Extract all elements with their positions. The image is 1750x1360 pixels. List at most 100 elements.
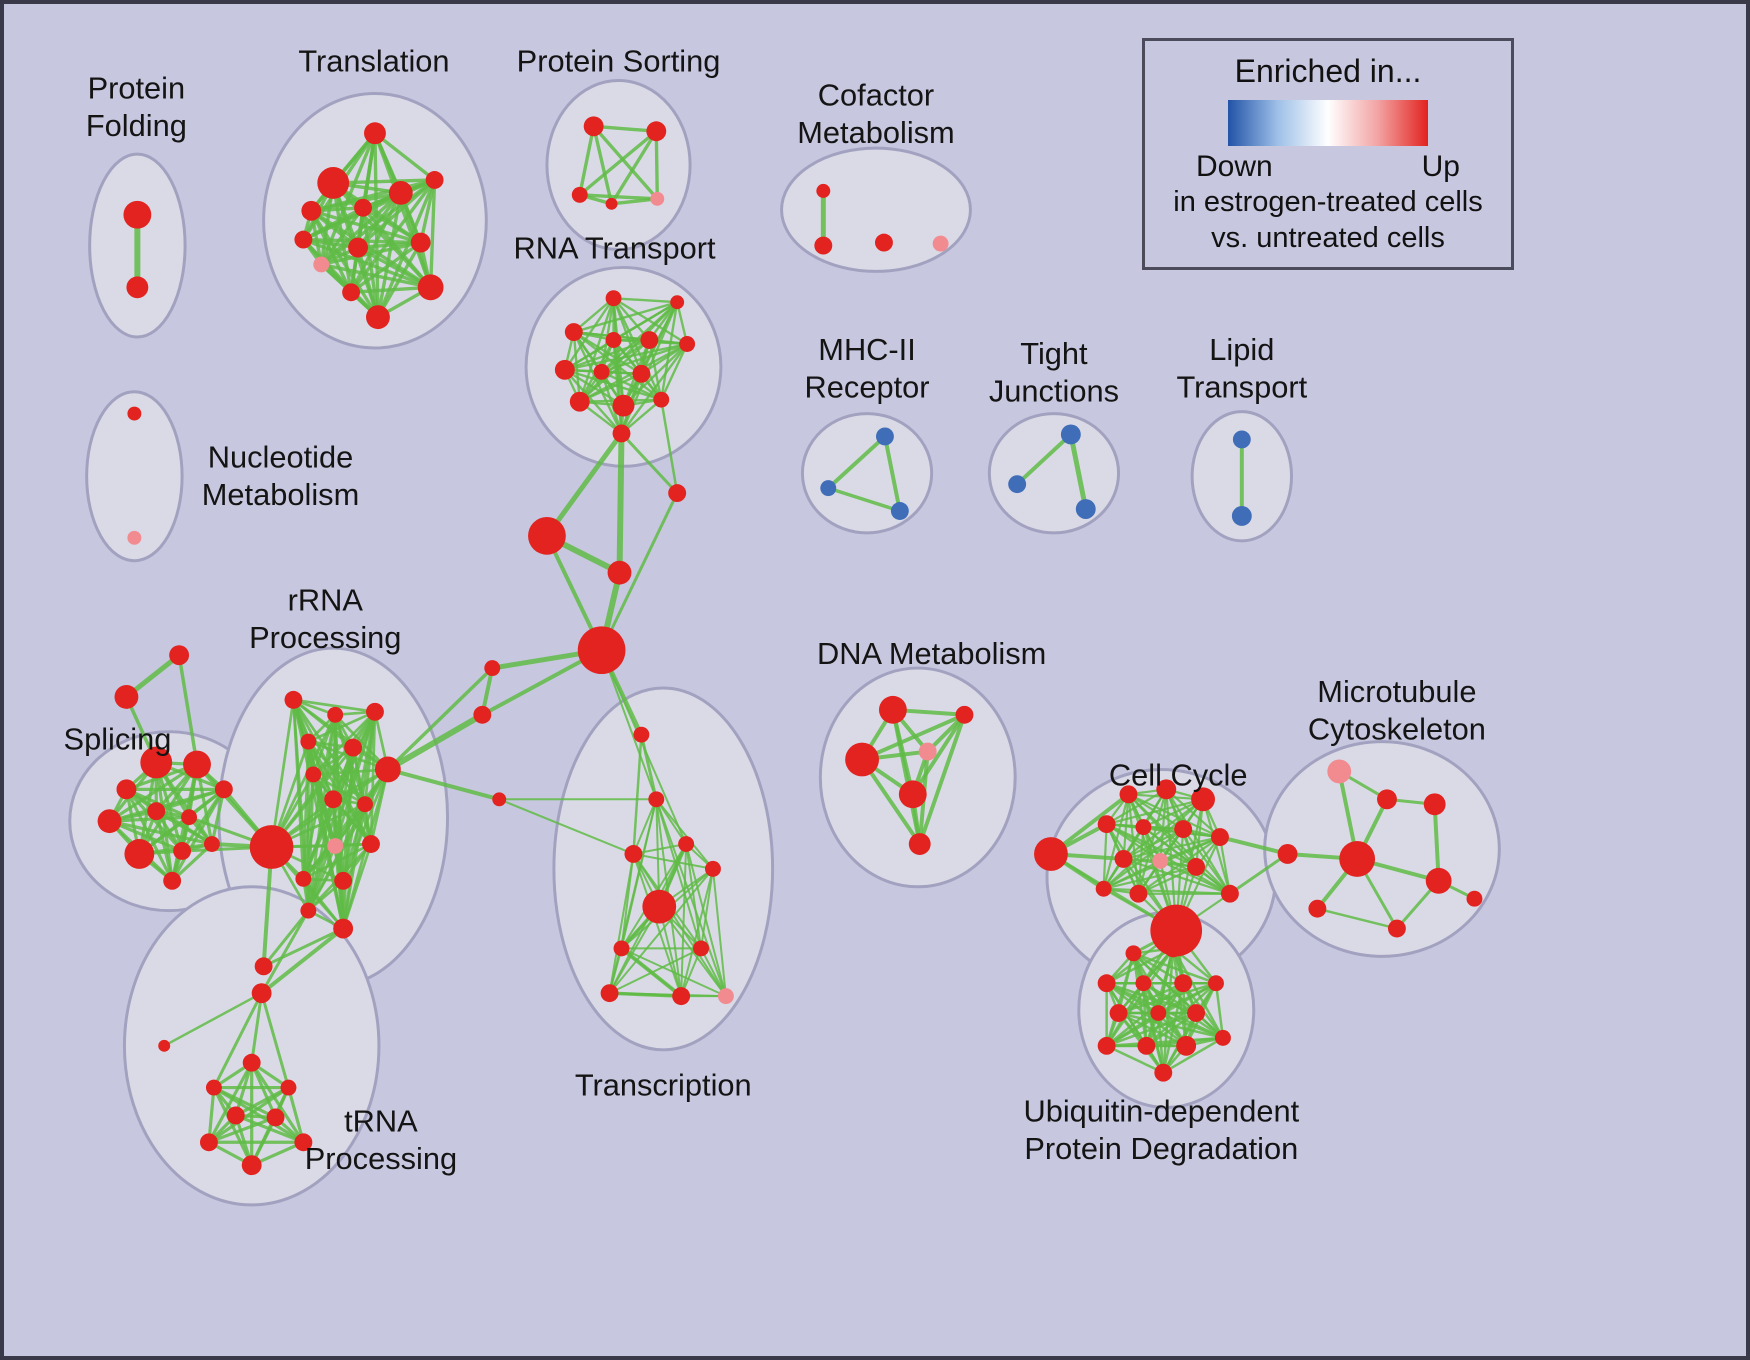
network-node[interactable]	[875, 233, 893, 252]
network-node[interactable]	[1187, 857, 1206, 876]
network-node[interactable]	[814, 236, 833, 255]
network-node[interactable]	[203, 836, 220, 852]
network-node[interactable]	[214, 780, 233, 799]
network-node[interactable]	[334, 871, 353, 890]
network-node[interactable]	[266, 1108, 285, 1127]
network-node[interactable]	[1060, 424, 1081, 445]
network-node[interactable]	[1156, 779, 1177, 800]
network-node[interactable]	[1008, 475, 1027, 494]
network-node[interactable]	[344, 738, 363, 757]
network-node[interactable]	[348, 237, 368, 258]
network-node[interactable]	[624, 845, 643, 863]
network-node[interactable]	[301, 200, 322, 221]
network-node[interactable]	[324, 790, 343, 809]
network-node[interactable]	[484, 660, 501, 677]
network-node[interactable]	[173, 842, 192, 860]
network-node[interactable]	[646, 121, 667, 142]
network-node[interactable]	[605, 197, 618, 210]
network-node[interactable]	[127, 530, 142, 545]
network-node[interactable]	[123, 200, 152, 229]
network-node[interactable]	[342, 283, 361, 302]
network-node[interactable]	[417, 274, 444, 301]
network-node[interactable]	[678, 836, 695, 852]
network-node[interactable]	[317, 167, 350, 199]
network-node[interactable]	[366, 702, 384, 721]
network-node[interactable]	[1154, 1063, 1173, 1082]
network-node[interactable]	[705, 860, 721, 877]
network-node[interactable]	[918, 742, 937, 761]
network-node[interactable]	[354, 198, 372, 217]
network-node[interactable]	[1097, 1036, 1116, 1055]
network-node[interactable]	[473, 705, 492, 724]
network-node[interactable]	[364, 122, 386, 145]
network-node[interactable]	[1034, 837, 1068, 871]
network-node[interactable]	[1220, 884, 1239, 903]
network-node[interactable]	[1423, 793, 1446, 816]
network-node[interactable]	[226, 1106, 245, 1125]
network-node[interactable]	[97, 809, 122, 834]
network-node[interactable]	[1231, 506, 1252, 526]
network-node[interactable]	[653, 391, 670, 408]
network-node[interactable]	[205, 1079, 222, 1096]
network-node[interactable]	[845, 742, 879, 777]
network-node[interactable]	[554, 359, 575, 380]
network-node[interactable]	[374, 756, 401, 783]
network-node[interactable]	[1377, 789, 1397, 810]
network-node[interactable]	[583, 116, 604, 137]
network-node[interactable]	[1125, 945, 1142, 962]
network-node[interactable]	[672, 987, 691, 1006]
network-node[interactable]	[366, 305, 390, 330]
network-node[interactable]	[251, 983, 272, 1004]
network-node[interactable]	[163, 871, 182, 890]
network-node[interactable]	[693, 940, 709, 957]
network-node[interactable]	[327, 838, 344, 854]
network-node[interactable]	[898, 780, 927, 809]
network-node[interactable]	[280, 1079, 297, 1096]
network-node[interactable]	[313, 256, 330, 273]
network-node[interactable]	[140, 746, 173, 779]
network-node[interactable]	[528, 516, 566, 555]
network-node[interactable]	[333, 918, 354, 939]
network-node[interactable]	[126, 276, 149, 299]
network-node[interactable]	[668, 484, 687, 503]
network-node[interactable]	[357, 796, 373, 813]
network-node[interactable]	[1135, 819, 1152, 836]
network-node[interactable]	[607, 560, 632, 585]
network-node[interactable]	[1232, 430, 1251, 449]
network-node[interactable]	[632, 364, 651, 383]
network-node[interactable]	[564, 323, 583, 342]
network-node[interactable]	[633, 726, 650, 743]
network-node[interactable]	[612, 424, 631, 443]
network-node[interactable]	[890, 502, 909, 520]
network-node[interactable]	[820, 480, 837, 497]
network-node[interactable]	[183, 750, 211, 779]
network-node[interactable]	[127, 406, 142, 421]
network-node[interactable]	[410, 232, 431, 253]
network-node[interactable]	[1109, 1004, 1128, 1022]
network-node[interactable]	[908, 833, 931, 855]
network-node[interactable]	[492, 792, 507, 807]
network-node[interactable]	[577, 626, 626, 675]
network-node[interactable]	[1425, 867, 1452, 894]
network-node[interactable]	[1174, 974, 1193, 993]
network-node[interactable]	[955, 705, 974, 724]
network-node[interactable]	[640, 331, 659, 349]
network-node[interactable]	[1277, 844, 1298, 864]
network-node[interactable]	[124, 839, 155, 869]
network-node[interactable]	[1164, 939, 1183, 958]
network-node[interactable]	[648, 791, 665, 808]
network-node[interactable]	[650, 191, 665, 206]
network-node[interactable]	[571, 186, 588, 203]
network-node[interactable]	[1075, 499, 1096, 519]
network-node[interactable]	[878, 695, 907, 724]
network-node[interactable]	[284, 690, 303, 709]
network-node[interactable]	[241, 1155, 262, 1176]
network-node[interactable]	[425, 171, 444, 189]
network-node[interactable]	[717, 988, 734, 1005]
network-node[interactable]	[1174, 820, 1193, 839]
network-node[interactable]	[300, 733, 317, 750]
network-node[interactable]	[1114, 849, 1133, 868]
network-node[interactable]	[1137, 1036, 1156, 1055]
network-node[interactable]	[158, 1039, 171, 1052]
network-node[interactable]	[1466, 890, 1483, 907]
